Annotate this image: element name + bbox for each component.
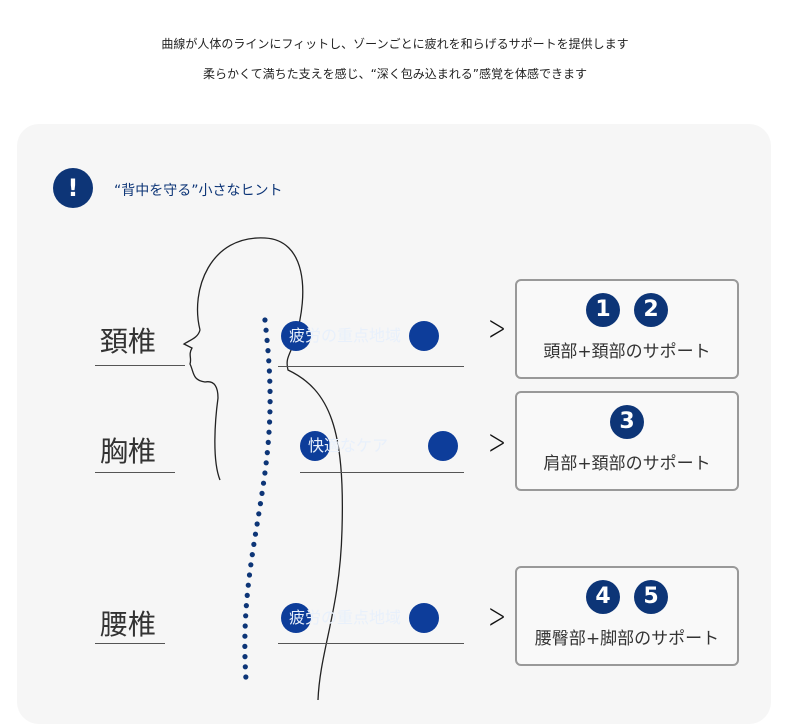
tag-comfort-thoracic: 快適なケア	[300, 431, 458, 461]
intro-line-1: 曲線が人体のラインにフィットし、ゾーンごとに疲れを和らげるサポートを提供します	[161, 37, 629, 51]
spine-dot	[266, 368, 272, 374]
spine-dot	[260, 480, 267, 486]
spine-dot	[263, 460, 269, 466]
spine-dot	[267, 399, 273, 405]
spine-dot	[264, 337, 270, 343]
spine-dot	[267, 378, 273, 384]
spine-dot	[257, 501, 264, 507]
hint-title: “背中を守る”小さなヒント	[114, 183, 283, 199]
spine-dot	[254, 521, 260, 527]
spine-dot	[243, 613, 249, 619]
spine-dot	[242, 633, 248, 639]
spine-dot	[256, 511, 262, 517]
number-badge: 2	[634, 293, 668, 327]
spine-dot	[242, 664, 248, 670]
support-text: 肩部+頚部のサポート	[543, 454, 711, 474]
chevron-right-icon: >	[488, 596, 507, 637]
spine-dot	[267, 409, 273, 415]
spine-dot	[265, 348, 271, 354]
tag-fatigue-lumbar: 疲労の重点地域	[281, 603, 439, 633]
spine-dot	[242, 623, 248, 629]
chevron-right-icon: >	[488, 308, 507, 349]
number-badge: 4	[586, 580, 620, 614]
spine-dot	[249, 552, 255, 558]
support-box-shoulder: 3 肩部+頚部のサポート	[515, 391, 739, 491]
spine-dot	[264, 450, 270, 456]
spine-dot	[246, 572, 253, 578]
support-text: 頭部+頚部のサポート	[543, 342, 711, 362]
chevron-right-icon: >	[488, 422, 507, 463]
spine-dot	[244, 592, 250, 598]
spine-dot	[243, 603, 249, 609]
spine-dot	[242, 643, 248, 649]
spine-dot	[242, 654, 248, 660]
spine-dot	[265, 439, 271, 445]
spine-dot	[251, 541, 257, 547]
number-badge: 1	[586, 293, 620, 327]
body-silhouette	[182, 237, 344, 700]
tag-fatigue-cervical: 疲労の重点地域	[281, 321, 439, 351]
spine-dot	[243, 674, 249, 680]
spine-dot	[266, 419, 273, 425]
number-badge: 5	[634, 580, 668, 614]
spine-dot	[266, 429, 272, 435]
spine-dot	[248, 562, 254, 568]
spine-dot	[267, 388, 273, 394]
spine-dot	[262, 317, 268, 323]
intro-line-2: 柔らかくて満ちた支えを感じ、“深く包み込まれる”感覚を体感できます	[202, 67, 588, 81]
label-cervical: 頚椎	[100, 325, 157, 358]
spine-dot	[263, 327, 269, 333]
spine-dot	[252, 531, 259, 537]
spine-dot	[262, 470, 268, 476]
spine-dot	[266, 358, 272, 364]
spine-dot	[245, 582, 251, 588]
number-badge: 3	[610, 405, 644, 439]
support-text: 腰臀部+脚部のサポート	[534, 629, 720, 649]
label-lumbar: 腰椎	[100, 608, 157, 641]
exclamation-icon: !	[53, 168, 93, 208]
spine-dot	[259, 490, 265, 496]
label-thoracic: 胸椎	[100, 435, 157, 468]
